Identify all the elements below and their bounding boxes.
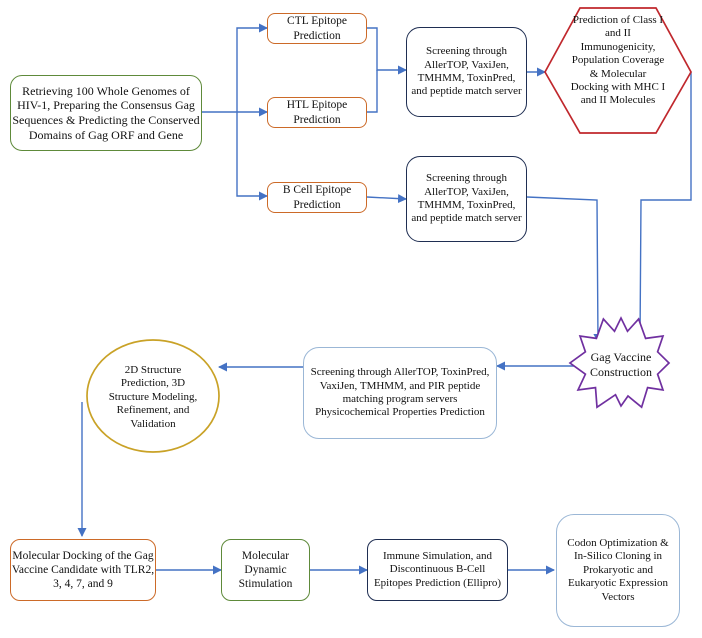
ctl-epitope-box: CTL Epitope Prediction: [267, 13, 367, 44]
bcell-epitope-box: B Cell Epitope Prediction: [267, 182, 367, 213]
construct-star: [568, 316, 671, 409]
retrieve-genomes-text: Retrieving 100 Whole Genomes of HIV-1, P…: [12, 83, 200, 142]
immunogenicity-text: Prediction of Class I and II Immunogenic…: [570, 14, 666, 107]
screening-text-2: Screening through AllerTOP, VaxiJen, TMH…: [411, 172, 522, 225]
screening-text-1: Screening through AllerTOP, VaxiJen, TMH…: [411, 45, 522, 98]
docking-box: Molecular Docking of the Gag Vaccine Can…: [10, 539, 156, 601]
construct-text: Gag Vaccine Construction: [590, 350, 652, 379]
docking-text: Molecular Docking of the Gag Vaccine Can…: [11, 549, 155, 590]
htl-epitope-box: HTL Epitope Prediction: [267, 97, 367, 128]
htl-epitope-text: HTL Epitope Prediction: [286, 99, 348, 126]
arrow-screen2-to-construct: [526, 196, 603, 343]
structure-text: 2D Structure Prediction, 3D Structure Mo…: [108, 364, 198, 430]
retrieve-genomes-box: Retrieving 100 Whole Genomes of HIV-1, P…: [10, 75, 202, 151]
arrow-to-bcell: [236, 112, 268, 201]
dynamic-box: Molecular Dynamic Stimulation: [221, 539, 310, 601]
arrow-htl-to-screen1: [367, 70, 378, 113]
screening-box-2: Screening through AllerTOP, VaxiJen, TMH…: [406, 156, 527, 242]
codon-box: Codon Optimization & In-Silico Cloning i…: [556, 514, 680, 627]
structure-ellipse: [86, 339, 220, 453]
ctl-epitope-text: CTL Epitope Prediction: [287, 15, 347, 42]
screening-box-3: Screening through AllerTOP, ToxinPred, V…: [303, 347, 497, 439]
arrow-ctl-to-screen1: [367, 27, 407, 75]
arrow-bcell-to-screen2: [366, 194, 407, 204]
codon-text: Codon Optimization & In-Silico Cloning i…: [567, 536, 669, 603]
bcell-epitope-text: B Cell Epitope Prediction: [282, 184, 352, 211]
screening-text-3: Screening through AllerTOP, ToxinPred, V…: [310, 366, 490, 419]
immune-box: Immune Simulation, and Discontinuous B-C…: [367, 539, 508, 601]
screening-box-1: Screening through AllerTOP, VaxiJen, TMH…: [406, 27, 527, 117]
immunogenicity-hexagon: [544, 7, 692, 134]
arrow-to-ctl: [236, 23, 268, 112]
immune-text: Immune Simulation, and Discontinuous B-C…: [373, 549, 502, 589]
dynamic-text: Molecular Dynamic Stimulation: [238, 549, 293, 590]
arrow-immunogenicity-to-construct: [635, 72, 692, 343]
